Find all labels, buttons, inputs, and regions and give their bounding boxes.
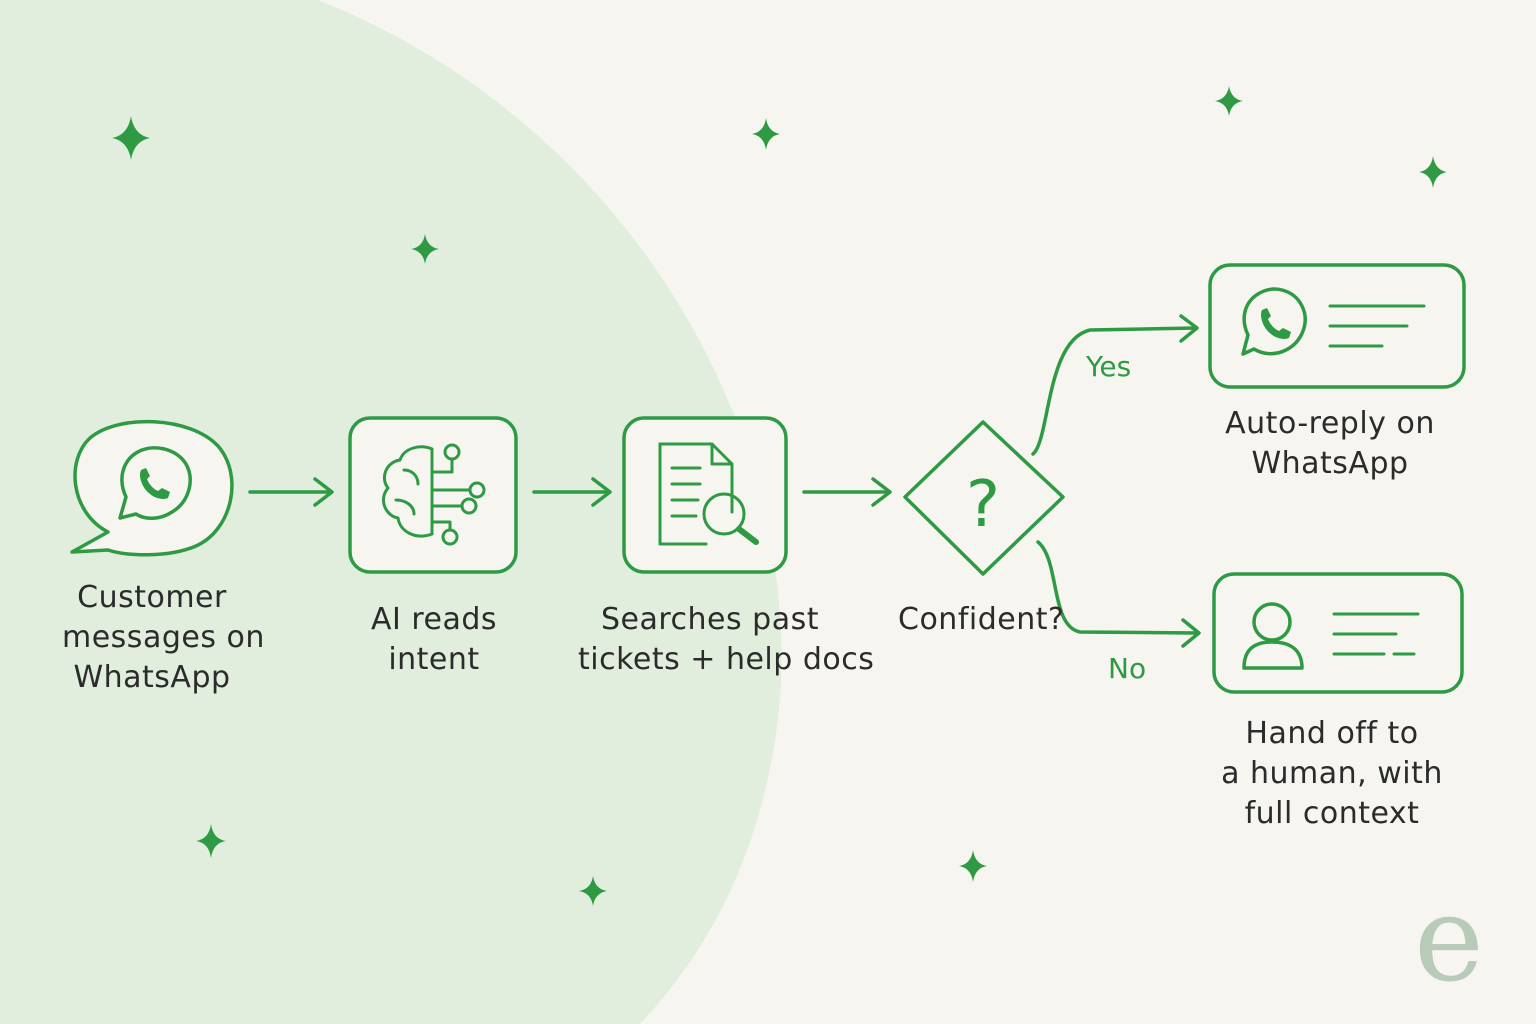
sparkle-icon: [752, 118, 780, 150]
sparkle-icon: [1215, 86, 1243, 116]
step-label-customer: Customer messages on WhatsApp: [62, 580, 265, 695]
result-label-handoff: Hand off to a human, with full context: [1221, 716, 1443, 831]
step-label-search: Searches past tickets + help docs: [578, 602, 875, 677]
person-icon: [1242, 602, 1304, 670]
phone-icon: [140, 468, 170, 499]
result-label-auto-reply: Auto-reply on WhatsApp: [1225, 406, 1435, 481]
decision-label: Confident?: [898, 602, 1065, 637]
brand-logo: e: [1414, 870, 1484, 1008]
arrow-2: [532, 477, 612, 507]
sparkle-icon: [411, 234, 439, 264]
arrow-1: [248, 477, 334, 507]
text-lines-icon: [1328, 304, 1426, 348]
brain-circuit-icon: [382, 443, 486, 546]
whatsapp-icon: [1241, 287, 1307, 356]
branch-label-no: No: [1108, 652, 1147, 685]
phone-icon: [1261, 308, 1291, 339]
sparkle-icon: [959, 850, 987, 882]
arrow-yes: [1031, 314, 1199, 456]
sparkle-icon: [579, 876, 607, 906]
step-label-ai: AI reads intent: [370, 602, 498, 677]
sparkles: [112, 86, 1447, 906]
step-box-search: [622, 416, 788, 574]
arrow-3: [802, 477, 892, 507]
phone-glyphs: [140, 308, 1291, 499]
text-lines-icon: [1332, 612, 1420, 656]
branch-label-yes: Yes: [1086, 350, 1132, 383]
sparkle-icon: [112, 116, 150, 160]
sparkle-icon: [1419, 156, 1447, 188]
document-search-icon: [658, 442, 759, 546]
arrow-no: [1036, 540, 1201, 648]
whatsapp-icon: [118, 446, 192, 520]
decision-diamond: [903, 420, 1065, 576]
sparkle-icon: [196, 824, 226, 858]
question-icon: ?: [966, 468, 1000, 542]
